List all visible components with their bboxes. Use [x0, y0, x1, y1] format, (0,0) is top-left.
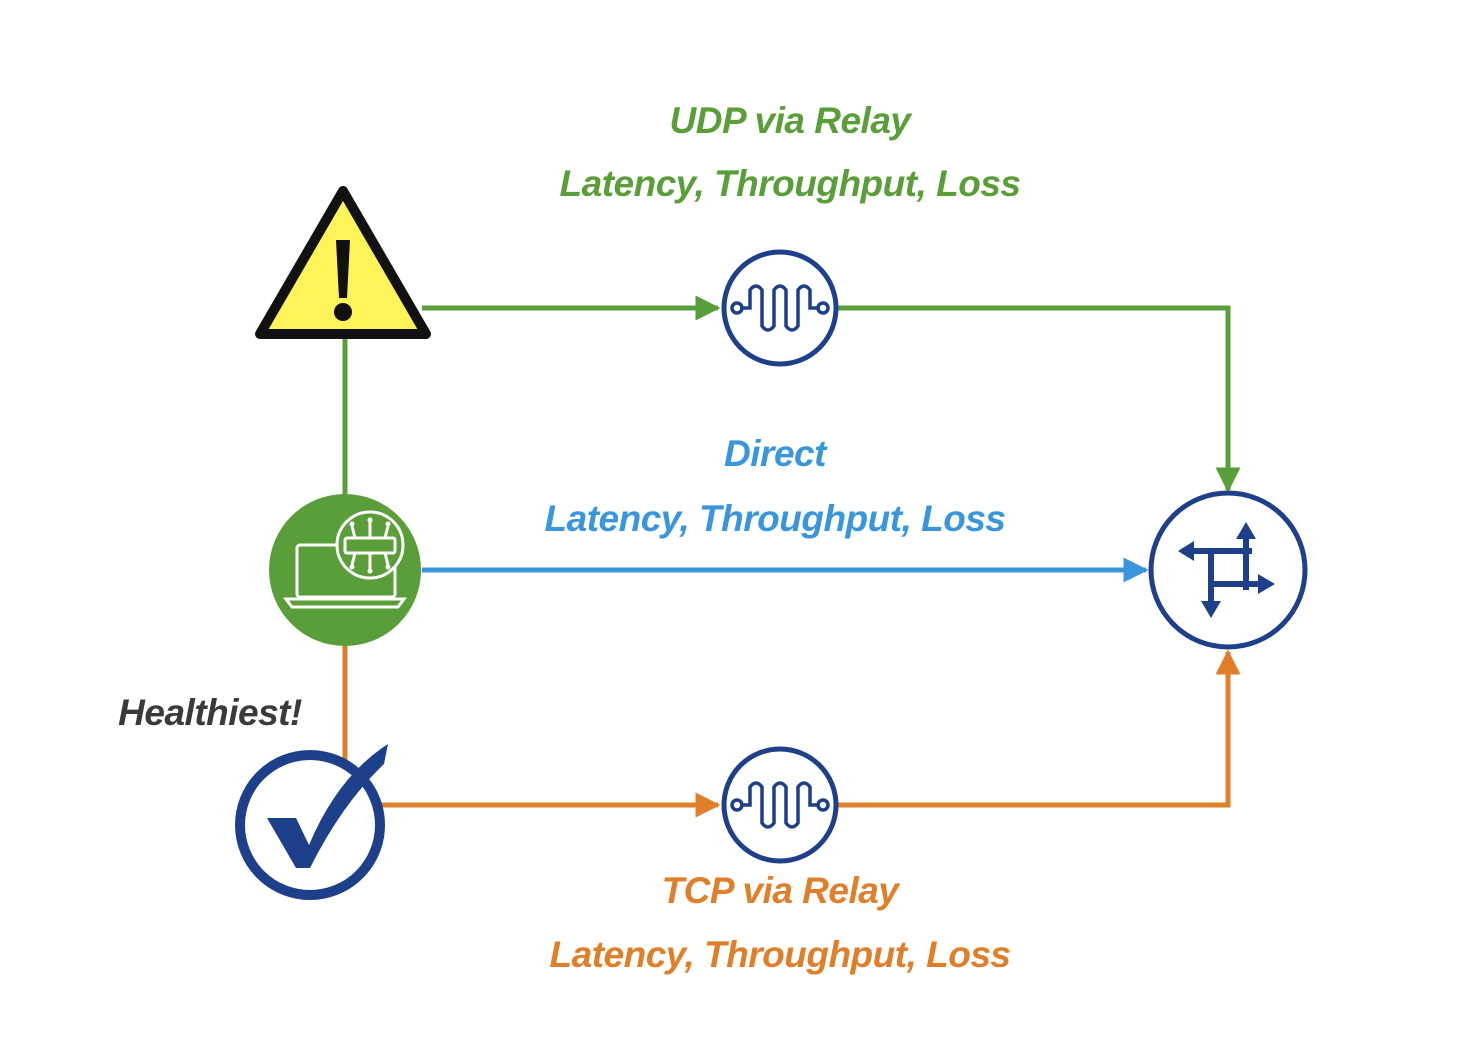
- direct-path-metrics: Latency, Throughput, Loss: [544, 498, 1006, 539]
- udp-relay-to-destination-arrow: [838, 305, 1241, 493]
- udp-path-metrics: Latency, Throughput, Loss: [559, 163, 1021, 204]
- udp-path-title: UDP via Relay: [669, 100, 911, 141]
- laptop-client-icon: [269, 494, 421, 646]
- healthiest-label: Healthiest!: [118, 692, 302, 733]
- warning-triangle-icon: [255, 186, 431, 339]
- relay-wave-icon: [721, 746, 839, 864]
- checkmark-icon: [235, 744, 388, 900]
- relay-wave-icon: [721, 249, 839, 367]
- direct-path-title: Direct: [724, 433, 826, 474]
- udp-path: [342, 295, 1241, 495]
- tcp-path-metrics: Latency, Throughput, Loss: [549, 934, 1011, 975]
- router-arrows-icon: [1148, 490, 1308, 650]
- tcp-path-title: TCP via Relay: [661, 870, 899, 911]
- tcp-relay-to-destination-arrow: [838, 649, 1241, 808]
